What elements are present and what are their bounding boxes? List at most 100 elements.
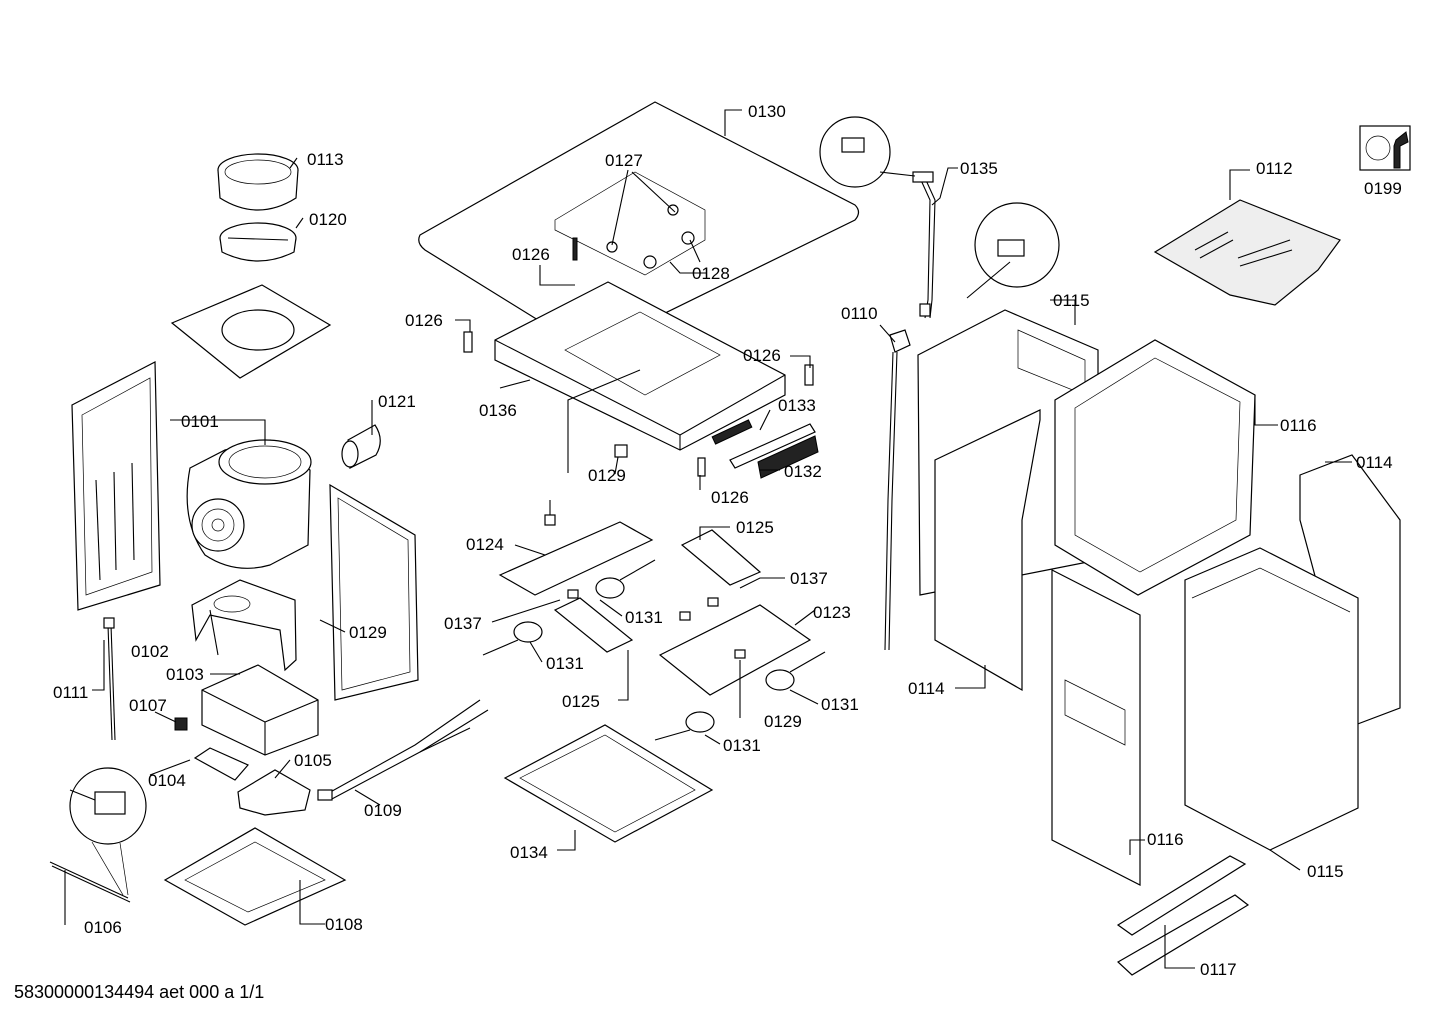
halogen-lamp-part[interactable]	[654, 711, 715, 741]
filter-frame-part[interactable]	[503, 724, 714, 843]
part-label-0120[interactable]: 0120	[309, 210, 347, 229]
electronics-box-part[interactable]	[201, 664, 319, 756]
lamp-clip-part[interactable]	[679, 611, 691, 621]
part-label-0134[interactable]: 0134	[510, 843, 548, 862]
capacitor-part[interactable]	[341, 424, 381, 469]
control-board-part[interactable]	[237, 769, 311, 816]
part-label-0107[interactable]: 0107	[129, 696, 167, 715]
bracket-part[interactable]	[193, 747, 249, 781]
part-label-0125[interactable]: 0125	[562, 692, 600, 711]
part-label-0102[interactable]: 0102	[131, 642, 169, 661]
part-label-0113[interactable]: 0113	[307, 150, 344, 169]
part-label-0130[interactable]: 0130	[748, 102, 786, 121]
damper-part[interactable]	[219, 222, 297, 262]
part-label-0115[interactable]: 0115	[1053, 291, 1090, 310]
clip-part[interactable]	[697, 457, 706, 477]
part-label-0131[interactable]: 0131	[625, 608, 663, 627]
part-label-0110[interactable]: 0110	[841, 304, 878, 323]
chimney-shell-part[interactable]	[1299, 454, 1401, 726]
part-label-0111[interactable]: 0111	[53, 683, 88, 702]
part-label-0126[interactable]: 0126	[743, 346, 781, 365]
mounting-strip-part[interactable]	[553, 597, 634, 653]
motor-mount-part[interactable]	[191, 579, 297, 672]
part-label-0131[interactable]: 0131	[821, 695, 859, 714]
part-label-0125[interactable]: 0125	[736, 518, 774, 537]
part-label-0108[interactable]: 0108	[325, 915, 363, 934]
part-label-0103[interactable]: 0103	[166, 665, 204, 684]
part-label-0137[interactable]: 0137	[444, 614, 482, 633]
collar-ring-part[interactable]	[217, 153, 299, 211]
pin-part[interactable]	[572, 237, 578, 261]
control-frame-part[interactable]	[494, 281, 786, 451]
mounting-strip-part[interactable]	[680, 529, 762, 586]
document-id: 58300000134494 aet 000 a 1/1	[14, 982, 264, 1002]
wrench-nut-icon	[1393, 131, 1409, 169]
halogen-lamp-part[interactable]	[595, 559, 656, 599]
part-label-0136[interactable]: 0136	[479, 401, 517, 420]
ribbon-cable-part[interactable]	[819, 116, 1060, 319]
part-label-0123[interactable]: 0123	[813, 603, 851, 622]
leader-lines	[64, 109, 1352, 969]
clip-part[interactable]	[463, 331, 473, 353]
support-frame-part[interactable]	[1054, 339, 1256, 596]
halogen-lamp-part[interactable]	[482, 621, 543, 656]
part-label-0126[interactable]: 0126	[405, 311, 443, 330]
service-badge-label: 0199	[1364, 179, 1402, 198]
connector-detail-part[interactable]	[49, 767, 147, 903]
small-clip-part[interactable]	[734, 649, 746, 659]
part-label-0133[interactable]: 0133	[778, 396, 816, 415]
part-label-0114[interactable]: 0114	[908, 679, 945, 698]
center-bracket-part[interactable]	[498, 521, 654, 596]
mounting-plate-part[interactable]	[170, 284, 332, 379]
part-label-0129[interactable]: 0129	[764, 712, 802, 731]
trim-strip-part[interactable]	[1116, 894, 1250, 976]
part-label-0104[interactable]: 0104	[148, 771, 186, 790]
trim-strip-part[interactable]	[1116, 855, 1247, 936]
part-labels: 0101 0102 0103 0104 0105 0106 0107 0108 …	[53, 102, 1402, 979]
small-clip-part[interactable]	[544, 514, 556, 526]
part-label-0116[interactable]: 0116	[1280, 416, 1317, 435]
screw-bag-part[interactable]	[1153, 199, 1341, 306]
power-cable-part[interactable]	[884, 329, 911, 651]
part-label-0126[interactable]: 0126	[711, 488, 749, 507]
part-label-0121[interactable]: 0121	[378, 392, 416, 411]
part-label-0128[interactable]: 0128	[692, 264, 730, 283]
part-label-0106[interactable]: 0106	[84, 918, 122, 937]
part-label-0105[interactable]: 0105	[294, 751, 332, 770]
clip-part[interactable]	[804, 364, 814, 386]
part-label-0135[interactable]: 0135	[960, 159, 998, 178]
part-label-0112[interactable]: 0112	[1256, 159, 1293, 178]
service-badge	[1359, 125, 1411, 171]
panel-strip-part[interactable]	[729, 423, 816, 469]
part-label-0117[interactable]: 0117	[1200, 960, 1237, 979]
support-frame-part[interactable]	[1051, 569, 1141, 886]
chimney-shell-part[interactable]	[1184, 547, 1359, 851]
part-label-0115[interactable]: 0115	[1307, 862, 1344, 881]
part-label-0101[interactable]: 0101	[181, 412, 219, 431]
part-label-0129[interactable]: 0129	[588, 466, 626, 485]
part-label-0116[interactable]: 0116	[1147, 830, 1184, 849]
part-label-0131[interactable]: 0131	[546, 654, 584, 673]
lamp-clip-part[interactable]	[707, 597, 719, 607]
part-label-0124[interactable]: 0124	[466, 535, 504, 554]
part-label-0131[interactable]: 0131	[723, 736, 761, 755]
part-label-0127[interactable]: 0127	[605, 151, 643, 170]
part-label-0137[interactable]: 0137	[790, 569, 828, 588]
blower-part[interactable]	[186, 439, 312, 569]
part-label-0132[interactable]: 0132	[784, 462, 822, 481]
part-label-0129[interactable]: 0129	[349, 623, 387, 642]
grease-filter-part[interactable]	[163, 827, 347, 926]
switch-module-part[interactable]	[757, 435, 819, 479]
small-clip-part[interactable]	[614, 444, 628, 458]
part-label-0114[interactable]: 0114	[1356, 453, 1393, 472]
lamp-cable-part[interactable]	[103, 617, 116, 741]
small-block-part[interactable]	[174, 717, 188, 731]
wire-harness-part[interactable]	[317, 699, 489, 801]
lamp-clip-part[interactable]	[567, 589, 579, 599]
part-label-0126[interactable]: 0126	[512, 245, 550, 264]
chimney-shell-part[interactable]	[934, 409, 1041, 692]
halogen-lamp-part[interactable]	[765, 651, 826, 691]
part-label-0109[interactable]: 0109	[364, 801, 402, 820]
